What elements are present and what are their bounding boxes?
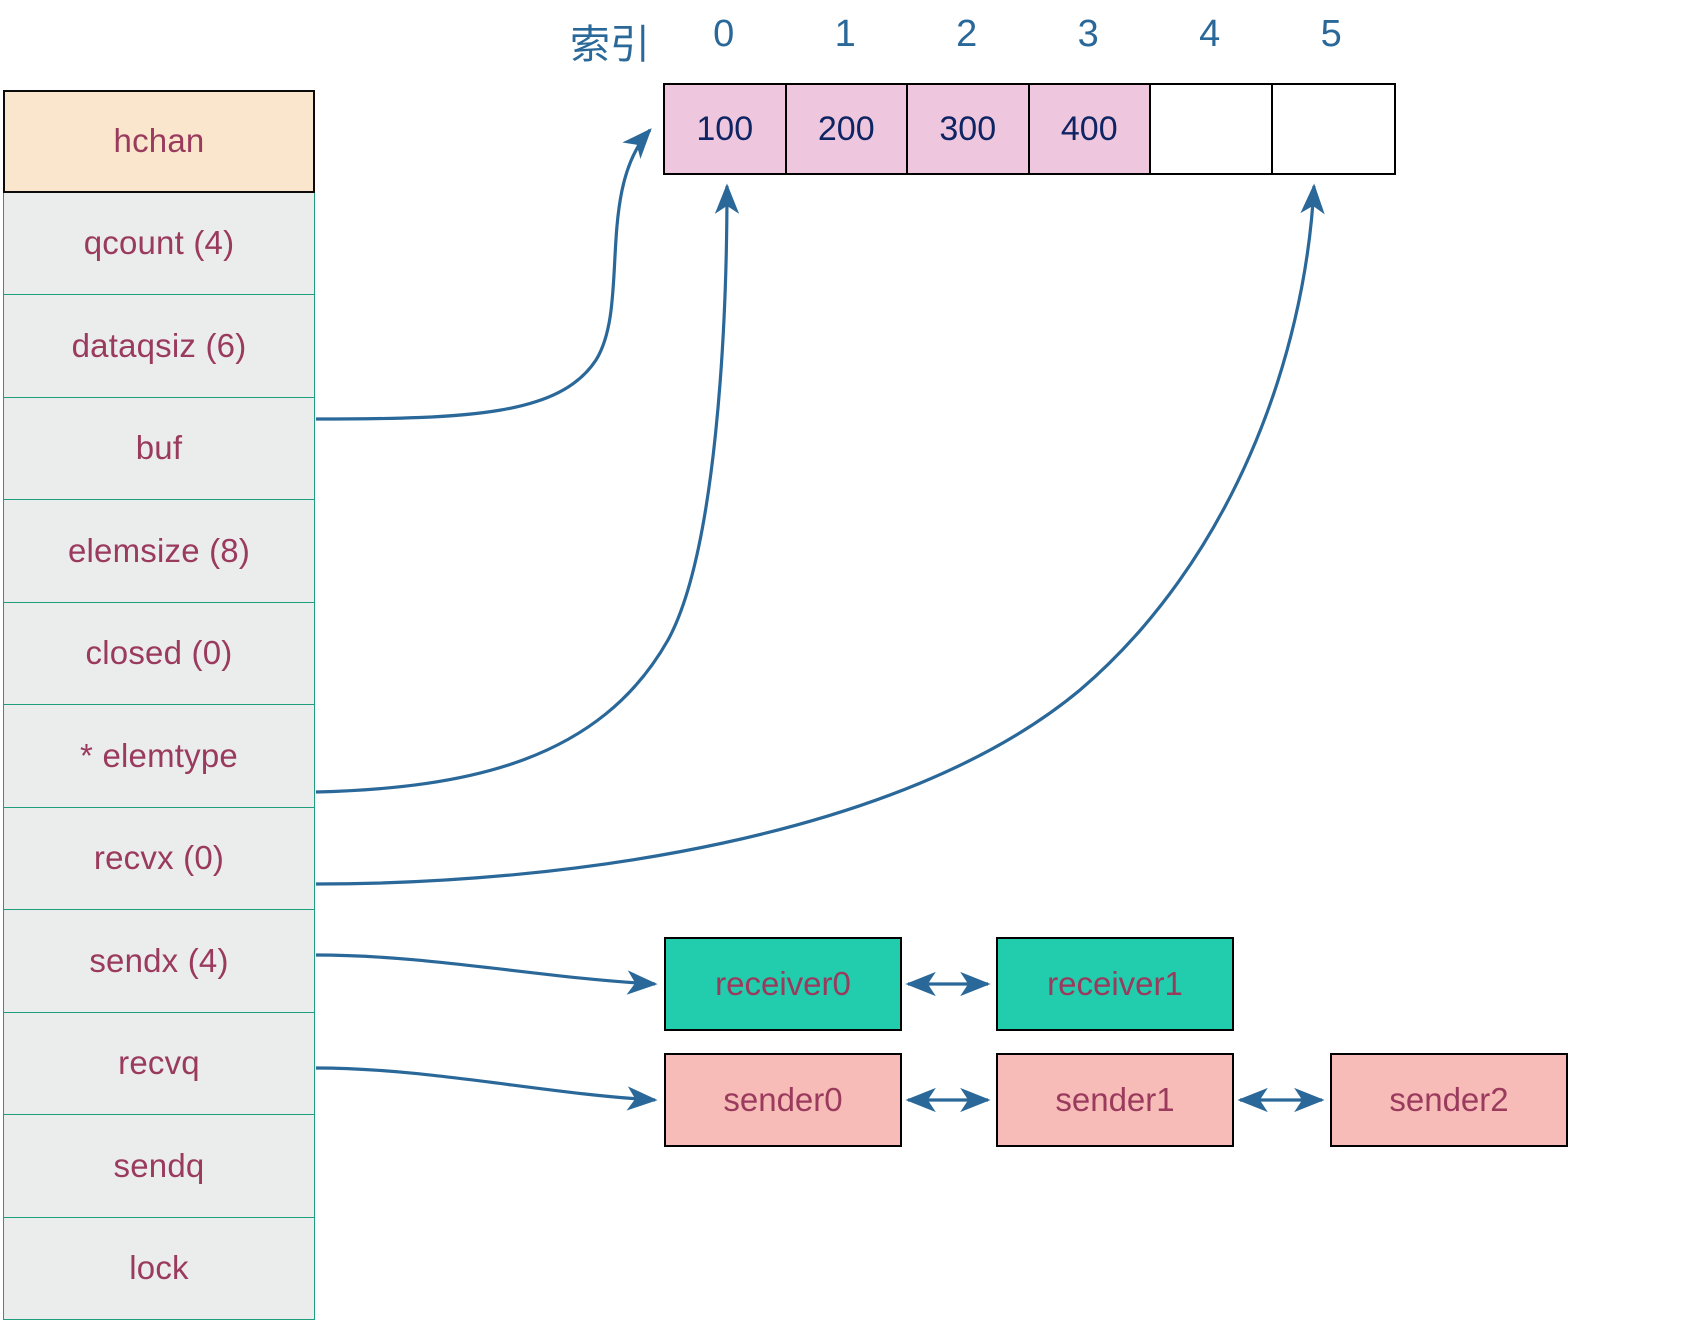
hchan-field-sendq: sendq — [3, 1115, 315, 1218]
index-label-3: 3 — [1028, 13, 1150, 56]
buffer-cell-0: 100 — [665, 85, 787, 173]
index-label-2: 2 — [906, 13, 1028, 56]
buffer-cell-4 — [1151, 85, 1273, 173]
hchan-struct-table: hchan qcount (4) dataqsiz (6) buf elemsi… — [3, 90, 315, 1320]
recvq-node-receiver0: receiver0 — [664, 937, 902, 1031]
hchan-field-elemtype: * elemtype — [3, 705, 315, 808]
hchan-field-sendx: sendx (4) — [3, 910, 315, 1013]
index-label-5: 5 — [1271, 13, 1393, 56]
buffer-cell-3: 400 — [1030, 85, 1152, 173]
channel-buffer-array: 100 200 300 400 — [663, 83, 1396, 175]
hchan-field-qcount: qcount (4) — [3, 193, 315, 296]
buffer-cell-5 — [1273, 85, 1395, 173]
sendq-node-sender2: sender2 — [1330, 1053, 1568, 1147]
hchan-field-closed: closed (0) — [3, 603, 315, 706]
arrow-sendx-to-cell4 — [316, 186, 1314, 884]
hchan-field-elemsize: elemsize (8) — [3, 500, 315, 603]
buffer-cell-2: 300 — [908, 85, 1030, 173]
index-label-4: 4 — [1149, 13, 1271, 56]
sendq-node-sender0: sender0 — [664, 1053, 902, 1147]
arrow-recvx-to-cell0 — [316, 186, 727, 792]
index-caption-label: 索引 — [555, 12, 665, 70]
recvq-node-receiver1: receiver1 — [996, 937, 1234, 1031]
hchan-field-recvq: recvq — [3, 1013, 315, 1116]
hchan-header-cell: hchan — [3, 90, 315, 193]
index-label-1: 1 — [785, 13, 907, 56]
sendq-node-sender1: sender1 — [996, 1053, 1234, 1147]
hchan-field-dataqsiz: dataqsiz (6) — [3, 295, 315, 398]
hchan-field-lock: lock — [3, 1218, 315, 1320]
arrow-sendq-to-sender0 — [316, 1068, 655, 1100]
arrow-recvq-to-receiver0 — [316, 955, 655, 984]
buffer-cell-1: 200 — [787, 85, 909, 173]
arrow-buf-to-buffer — [316, 130, 650, 419]
index-label-0: 0 — [663, 13, 785, 56]
hchan-field-recvx: recvx (0) — [3, 808, 315, 911]
hchan-field-buf: buf — [3, 398, 315, 501]
